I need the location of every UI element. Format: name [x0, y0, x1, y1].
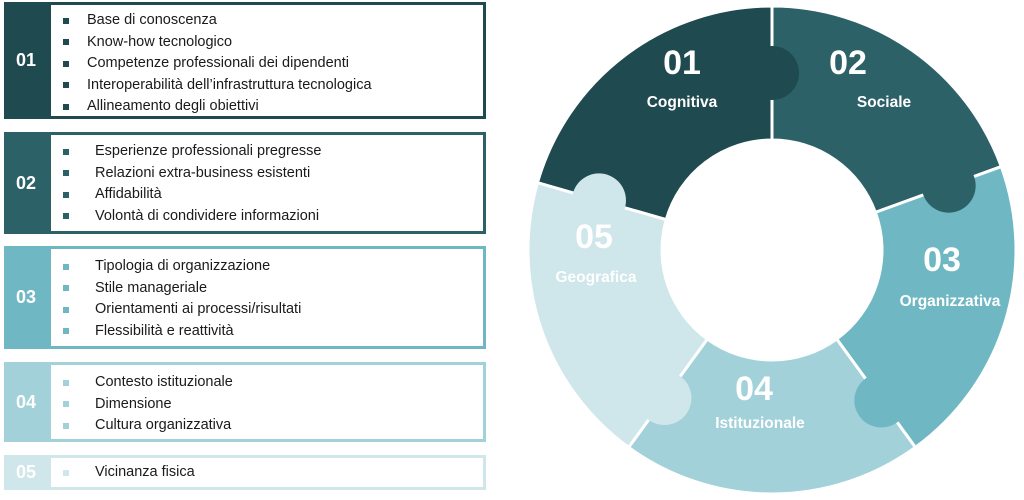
segment-label-04: Istituzionale	[715, 415, 805, 432]
bullet-icon	[63, 422, 69, 429]
bullet-icon	[63, 82, 69, 89]
puzzle-tab-2	[921, 158, 976, 213]
puzzle-tab-1	[745, 46, 799, 100]
list-item: Base di conoscenza	[63, 10, 372, 32]
dimension-row-01: 01 Base di conoscenza Know-how tecnologi…	[4, 2, 486, 119]
list-item: Esperienze professionali pregresse	[63, 141, 322, 163]
segment-number-01: 01	[663, 44, 701, 82]
bullet-icon	[63, 263, 69, 270]
bullet-icon	[63, 213, 69, 220]
list-item: Flessibilità e reattività	[63, 321, 301, 343]
dimension-row-05: 05 Vicinanza fisica	[4, 455, 486, 490]
list-item: Relazioni extra-business esistenti	[63, 163, 322, 185]
segment-label-03: Organizzativa	[900, 293, 1001, 310]
ring-center-hole	[661, 139, 883, 361]
puzzle-tab-3	[854, 373, 909, 428]
segment-label-01: Cognitiva	[647, 94, 718, 111]
bullet-icon	[63, 469, 69, 476]
dimension-row-02: 02 Esperienze professionali pregresse Re…	[4, 132, 486, 234]
list-item: Orientamenti ai processi/risultati	[63, 299, 301, 321]
row-box: Vicinanza fisica	[48, 455, 486, 490]
dimension-row-03: 03 Tipologia di organizzazione Stile man…	[4, 246, 486, 349]
list-item: Tipologia di organizzazione	[63, 256, 301, 278]
row-box: Tipologia di organizzazione Stile manage…	[48, 246, 486, 349]
bullet-icon	[63, 39, 69, 46]
bullet-icon	[63, 103, 69, 110]
bullet-icon	[63, 285, 69, 292]
bullet-icon	[63, 191, 69, 198]
puzzle-tabs	[571, 46, 976, 428]
bullet-icon	[63, 379, 69, 386]
row-number: 05	[4, 455, 48, 490]
bullet-icon	[63, 60, 69, 67]
bullet-icon	[63, 306, 69, 313]
row-box: Base di conoscenza Know-how tecnologico …	[48, 2, 486, 119]
list-item: Stile manageriale	[63, 278, 301, 300]
segment-label-05: Geografica	[556, 269, 637, 286]
bullet-icon	[63, 170, 69, 177]
bullet-icon	[63, 328, 69, 335]
dimension-row-04: 04 Contesto istituzionale Dimensione Cul…	[4, 362, 486, 442]
list-item: Volontà di condividere informazioni	[63, 206, 322, 228]
list-item: Affidabilità	[63, 184, 322, 206]
segment-number-05: 05	[575, 218, 613, 256]
puzzle-tab-5	[571, 173, 626, 228]
puzzle-tab-4	[637, 371, 692, 426]
segment-labels: 01 Cognitiva 02 Sociale 03 Organizzativa…	[556, 44, 1001, 432]
list-item: Cultura organizzativa	[63, 415, 233, 437]
list-item: Know-how tecnologico	[63, 32, 372, 54]
bullet-icon	[63, 401, 69, 408]
row-box: Contesto istituzionale Dimensione Cultur…	[48, 362, 486, 442]
row-number: 01	[4, 2, 48, 119]
segment-label-02: Sociale	[857, 94, 912, 111]
bullet-icon	[63, 148, 69, 155]
row-number: 02	[4, 132, 48, 234]
row-number: 04	[4, 362, 48, 442]
segment-number-02: 02	[829, 44, 867, 82]
segment-number-03: 03	[923, 241, 961, 279]
list-item: Competenze professionali dei dipendenti	[63, 53, 372, 75]
list-item: Dimensione	[63, 394, 233, 416]
row-number: 03	[4, 246, 48, 349]
bullet-icon	[63, 17, 69, 24]
segment-number-04: 04	[735, 370, 773, 408]
list-item: Contesto istituzionale	[63, 372, 233, 394]
list-item: Allineamento degli obiettivi	[63, 96, 372, 118]
list-item: Interoperabilità dell’infrastruttura tec…	[63, 75, 372, 97]
list-item: Vicinanza fisica	[63, 462, 195, 484]
proximity-ring-diagram: 01 Cognitiva 02 Sociale 03 Organizzativa…	[526, 4, 1018, 496]
row-box: Esperienze professionali pregresse Relaz…	[48, 132, 486, 234]
